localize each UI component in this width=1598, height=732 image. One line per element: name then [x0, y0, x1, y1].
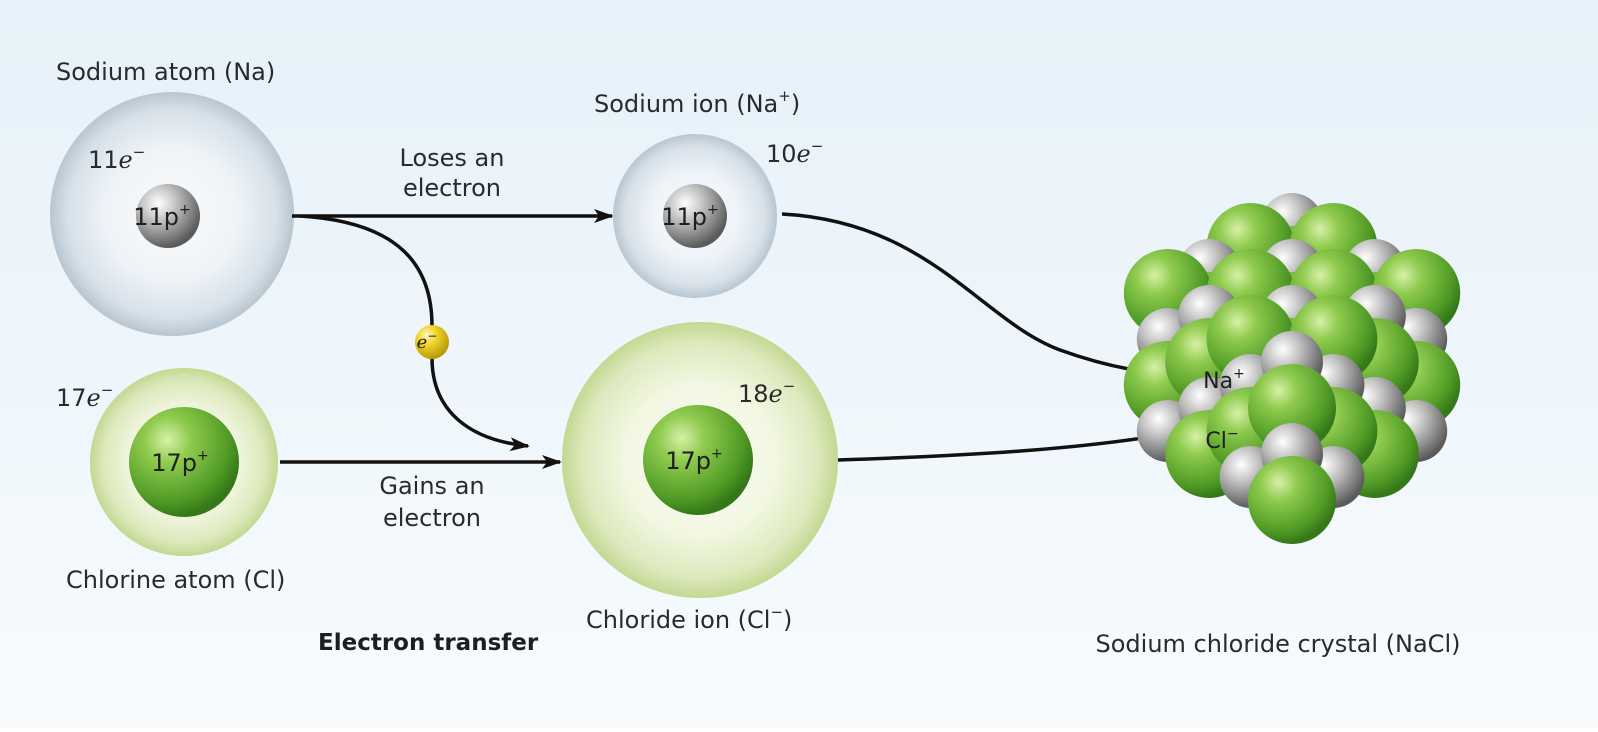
crystal-label: Sodium chloride crystal (NaCl) — [1096, 630, 1461, 658]
sodium-atom-electron-count: 11e− — [88, 143, 145, 174]
sodium-ion-label: Sodium ion (Na+) — [594, 87, 800, 118]
sodium-ion-nucleus-label: 11p+ — [661, 202, 719, 231]
gains-electron-label-line1: Gains an — [379, 472, 484, 500]
chlorine-atom-nucleus — [129, 407, 239, 517]
sodium-chloride-crystal — [1123, 193, 1461, 544]
crystal-cl-ion-label: Cl− — [1205, 426, 1238, 454]
sodium-ion-nucleus — [663, 184, 727, 248]
electron-transfer-title: Electron transfer — [318, 630, 539, 656]
crystal-na-ion-label: Na+ — [1203, 366, 1245, 394]
chloride-ion-nucleus-label: 17p+ — [665, 446, 723, 475]
crystal-chloride-sphere — [1248, 364, 1336, 452]
chlorine-atom-nucleus-label: 17p+ — [151, 448, 209, 477]
chlorine-atom-electron-count: 17e− — [56, 381, 113, 412]
chloride-ion-nucleus — [643, 405, 753, 515]
chloride-ion-electron-count: 18e− — [738, 377, 795, 408]
transferred-electron — [415, 325, 449, 359]
sodium-atom-nucleus — [136, 184, 200, 248]
electron-transfer-curve-upper — [299, 214, 434, 327]
chloride-ion-label: Chloride ion (Cl−) — [586, 603, 792, 634]
loses-electron-label-line1: Loses an — [400, 144, 505, 172]
chlorine-atom-label: Chlorine atom (Cl) — [66, 566, 285, 594]
crystal-chloride-sphere — [1248, 456, 1336, 544]
gains-electron-label-line2: electron — [383, 504, 481, 532]
electron-transfer-curve-lower — [430, 357, 530, 452]
sodium-atom-label: Sodium atom (Na) — [56, 58, 275, 86]
sodium-ion-electron-count: 10e− — [766, 137, 823, 168]
transferred-electron-label: e− — [417, 329, 438, 353]
loses-electron-label-line2: electron — [403, 174, 501, 202]
sodium-atom-nucleus-label: 11p+ — [133, 202, 191, 231]
